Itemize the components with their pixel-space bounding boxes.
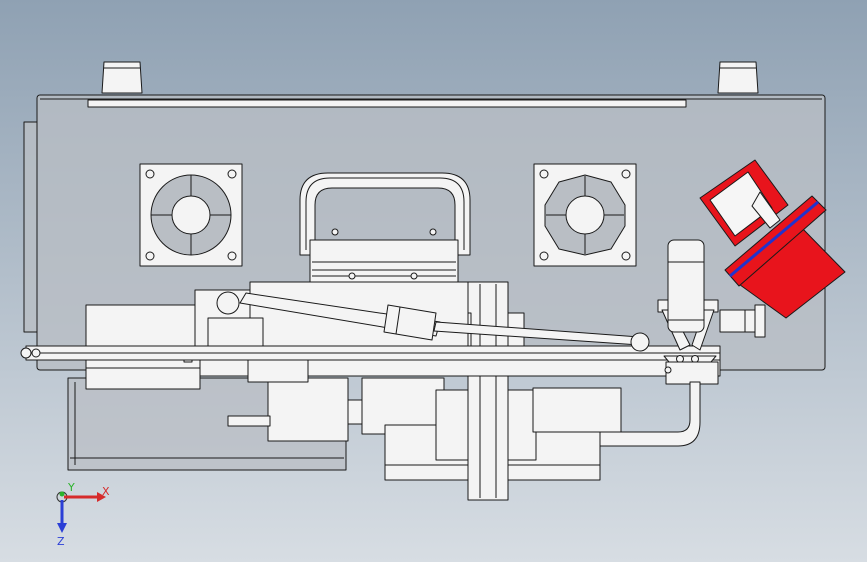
fitting-right <box>719 304 766 338</box>
housing-label-strip <box>87 99 687 108</box>
coordinate-triad: X Y Z <box>56 481 110 548</box>
mounting-foot-left <box>101 61 143 94</box>
z-axis-label: Z <box>57 535 65 548</box>
gas-spring <box>239 292 650 352</box>
cooling-fan-right <box>533 163 637 267</box>
y-axis-label: Y <box>67 481 75 494</box>
base-rail <box>20 345 721 383</box>
sensor-cylinder <box>667 239 705 333</box>
power-connector <box>699 159 846 319</box>
cooling-fan-left <box>139 163 243 267</box>
coolant-pipe <box>599 381 701 447</box>
x-axis-label: X <box>102 485 110 498</box>
mounting-foot-right <box>717 61 759 94</box>
